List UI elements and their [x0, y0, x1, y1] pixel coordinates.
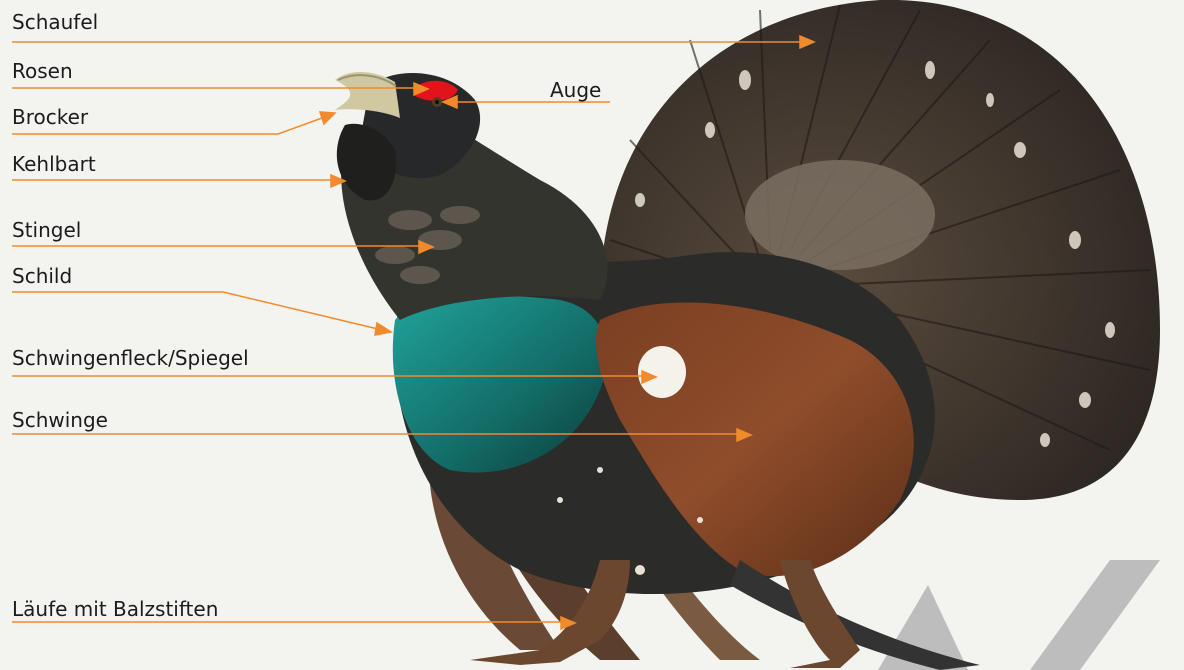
- label-brocker: Brocker: [12, 105, 88, 129]
- label-laeufe: Läufe mit Balzstiften: [12, 597, 218, 621]
- label-stingel: Stingel: [12, 218, 81, 242]
- leader-line-schild: [12, 292, 378, 329]
- label-kehlbart: Kehlbart: [12, 152, 96, 176]
- label-schwingenfleck: Schwingenfleck/Spiegel: [12, 346, 249, 370]
- label-schwinge: Schwinge: [12, 408, 108, 432]
- label-auge: Auge: [550, 78, 601, 102]
- label-rosen: Rosen: [12, 59, 73, 83]
- label-schild: Schild: [12, 264, 72, 288]
- label-schaufel: Schaufel: [12, 10, 98, 34]
